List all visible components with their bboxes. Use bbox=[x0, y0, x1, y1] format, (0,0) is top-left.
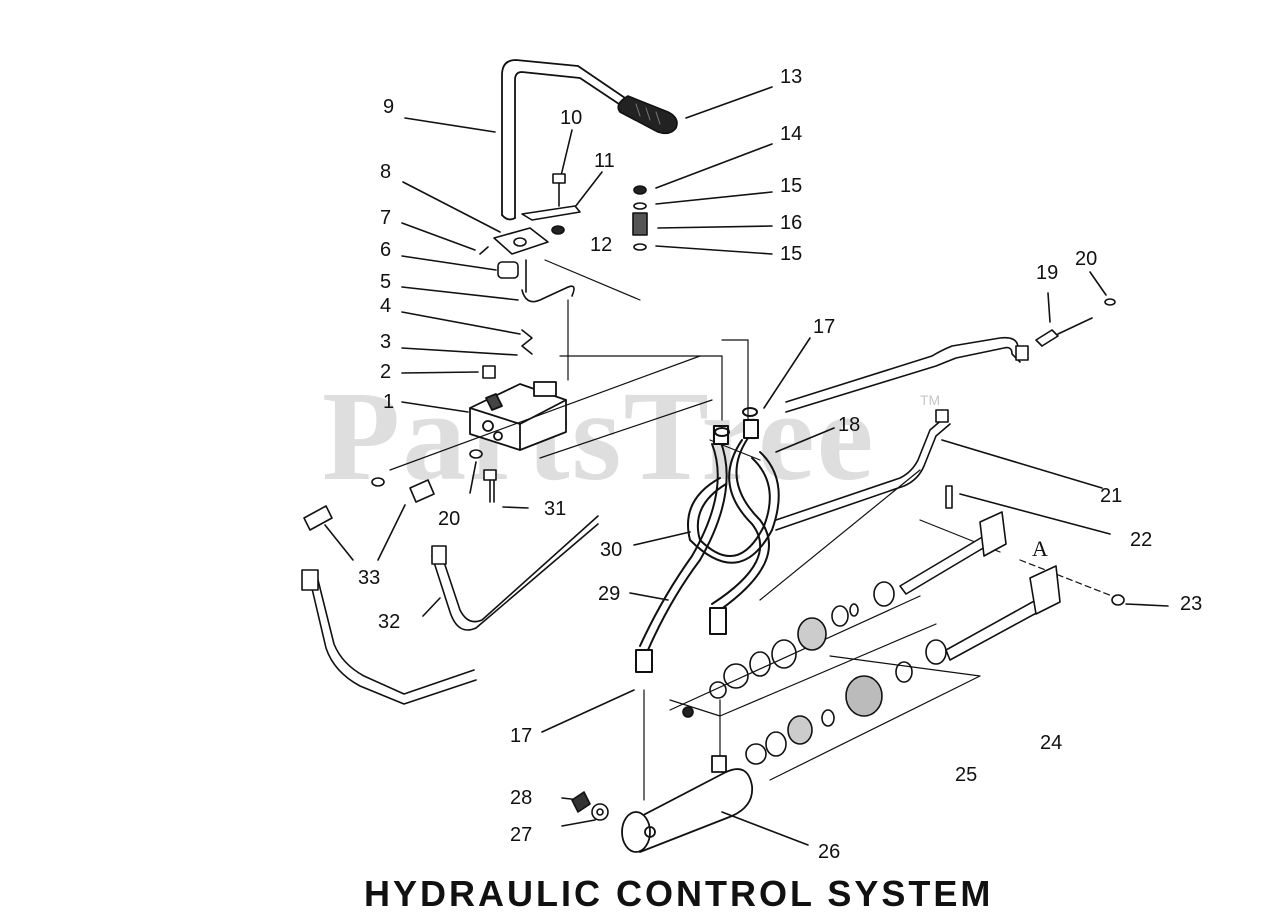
callout-label: 7 bbox=[380, 207, 392, 229]
callout-label: 32 bbox=[378, 611, 401, 633]
diagram-drawing bbox=[301, 59, 1169, 853]
callout-label: 12 bbox=[590, 234, 613, 256]
handle-grip bbox=[617, 95, 678, 135]
callout-label: 33 bbox=[358, 567, 381, 589]
callout-label: 20 bbox=[438, 508, 461, 530]
callout-label: 2 bbox=[380, 361, 392, 383]
kit-brackets bbox=[669, 623, 981, 781]
detail-marker: A bbox=[1032, 536, 1048, 561]
mount-bolt bbox=[469, 449, 497, 503]
cylinder-rods bbox=[899, 485, 1125, 661]
callout-label: 10 bbox=[560, 107, 583, 129]
callout-label: 30 bbox=[600, 539, 623, 561]
callout-label: 20 bbox=[1075, 248, 1098, 270]
callout-label: 16 bbox=[780, 212, 803, 234]
callout-label: 15 bbox=[780, 243, 803, 265]
callout-label: 4 bbox=[380, 295, 392, 317]
callout-label: 15 bbox=[780, 175, 803, 197]
callout-label: 31 bbox=[544, 498, 567, 520]
callout-label: 21 bbox=[1100, 485, 1123, 507]
tube-21 bbox=[775, 409, 951, 531]
callout-label: 11 bbox=[594, 150, 615, 172]
callout-label: 9 bbox=[383, 96, 395, 118]
linkage-parts bbox=[479, 227, 575, 379]
fitting-27-28 bbox=[571, 791, 609, 821]
tube-upper-right bbox=[785, 298, 1116, 413]
trademark-symbol: TM bbox=[920, 392, 941, 408]
callout-label: 14 bbox=[780, 123, 803, 145]
spring-stack bbox=[632, 185, 648, 251]
callout-label: 17 bbox=[813, 316, 836, 338]
hydraulic-cylinder bbox=[621, 755, 754, 853]
callout-label: 26 bbox=[818, 841, 841, 863]
callout-label: 18 bbox=[838, 414, 861, 436]
hose-29 bbox=[635, 407, 759, 673]
leader-lines bbox=[324, 86, 1169, 846]
callout-label: 27 bbox=[510, 824, 533, 846]
callout-label: 28 bbox=[510, 787, 533, 809]
callout-label: 19 bbox=[1036, 262, 1059, 284]
callout-label: 13 bbox=[780, 66, 803, 88]
callout-label: 22 bbox=[1130, 529, 1153, 551]
seal-kit-25 bbox=[682, 639, 947, 765]
seal-kit-24 bbox=[709, 581, 895, 699]
callout-label: 23 bbox=[1180, 593, 1203, 615]
bolt-and-bracket bbox=[521, 173, 581, 235]
callout-label: 5 bbox=[380, 271, 392, 293]
parts-diagram: PartsTree TM bbox=[301, 59, 1203, 912]
callout-label: 6 bbox=[380, 239, 392, 261]
callout-label: 25 bbox=[955, 764, 978, 786]
control-valve bbox=[469, 381, 567, 451]
tube-left bbox=[301, 477, 599, 705]
control-lever bbox=[501, 59, 629, 221]
callout-label: 1 bbox=[383, 391, 395, 413]
callout-label: 24 bbox=[1040, 732, 1063, 754]
hose-assembly bbox=[687, 437, 780, 611]
callout-label: 29 bbox=[598, 583, 621, 605]
diagram-title: HYDRAULIC CONTROL SYSTEM bbox=[364, 873, 994, 914]
callout-label: 8 bbox=[380, 161, 392, 183]
callout-label: 17 bbox=[510, 725, 533, 747]
callout-label: 3 bbox=[380, 331, 392, 353]
